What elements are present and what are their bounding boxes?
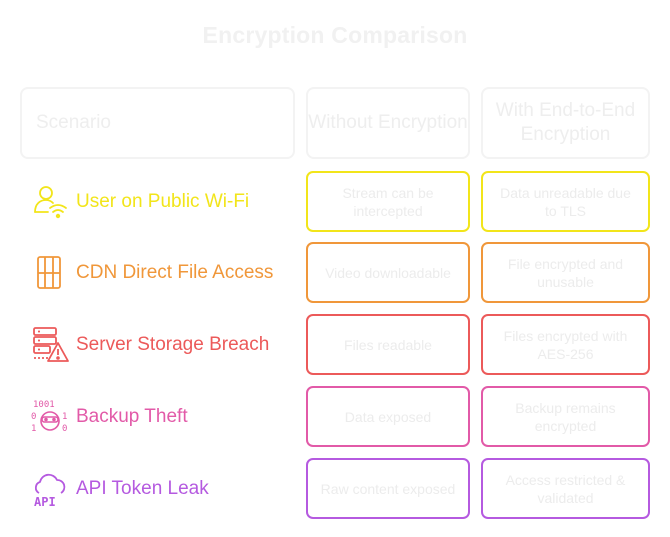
svg-text:0: 0: [31, 412, 36, 422]
row-label-backup-theft: 1001 0 1 1 0 Backup Theft: [30, 397, 188, 437]
svg-text:API: API: [34, 495, 56, 509]
cloud-api-icon: API: [34, 473, 66, 509]
svg-text:1: 1: [62, 412, 67, 422]
row-label-text: Server Storage Breach: [76, 334, 270, 355]
user-wifi-icon: [34, 186, 67, 219]
cell-with-backup-theft: Backup remains encrypted: [481, 386, 650, 447]
svg-text:0: 0: [62, 424, 67, 434]
cell-with-cdn-access: File encrypted and unusable: [481, 242, 650, 303]
file-stack-icon: [37, 256, 61, 289]
row-label-public-wifi: User on Public Wi-Fi: [30, 182, 249, 222]
cell-with-api-token: Access restricted & validated: [481, 458, 650, 519]
cell-with-server-breach: Files encrypted with AES-256: [481, 314, 650, 375]
page-title: Encryption Comparison: [202, 22, 468, 48]
header-with-encryption: With End-to-End Encryption: [481, 87, 650, 159]
cell-without-public-wifi: Stream can be intercepted: [306, 171, 470, 232]
header-scenario: Scenario: [20, 87, 295, 159]
cell-without-cdn-access: Video downloadable: [306, 242, 470, 303]
row-label-text: API Token Leak: [76, 478, 209, 499]
row-label-server-breach: Server Storage Breach: [30, 325, 269, 365]
server-warning-icon: [33, 327, 69, 362]
cell-with-public-wifi: Data unreadable due to TLS: [481, 171, 650, 232]
cell-without-backup-theft: Data exposed: [306, 386, 470, 447]
row-label-cdn-access: CDN Direct File Access: [30, 253, 273, 293]
binary-thief-icon: 1001 0 1 1 0: [31, 400, 67, 434]
row-label-text: CDN Direct File Access: [76, 262, 274, 283]
cell-without-api-token: Raw content exposed: [306, 458, 470, 519]
row-label-text: User on Public Wi-Fi: [76, 191, 250, 212]
svg-text:1: 1: [31, 424, 36, 434]
header-without-encryption: Without Encryption: [306, 87, 470, 159]
svg-text:1001: 1001: [33, 400, 55, 410]
row-label-text: Backup Theft: [76, 406, 188, 427]
cell-without-server-breach: Files readable: [306, 314, 470, 375]
row-label-api-token: API API Token Leak: [30, 469, 209, 509]
